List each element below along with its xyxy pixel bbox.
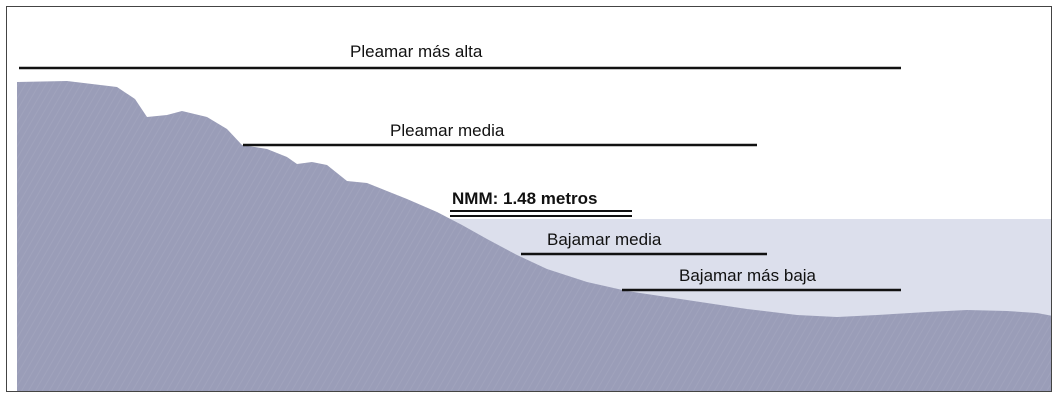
- pleamar-mas-alta-label: Pleamar más alta: [350, 42, 483, 61]
- nmm-label: NMM: 1.48 metros: [452, 189, 598, 208]
- bajamar-media-label: Bajamar media: [547, 230, 662, 249]
- tide-diagram-canvas: [17, 66, 1051, 391]
- tide-levels-diagram: Pleamar más alta Pleamar media NMM: 1.48…: [6, 6, 1052, 392]
- pleamar-media-label: Pleamar media: [390, 121, 505, 140]
- shore-land-texture: [17, 81, 1051, 391]
- bajamar-mas-baja-label: Bajamar más baja: [679, 266, 817, 285]
